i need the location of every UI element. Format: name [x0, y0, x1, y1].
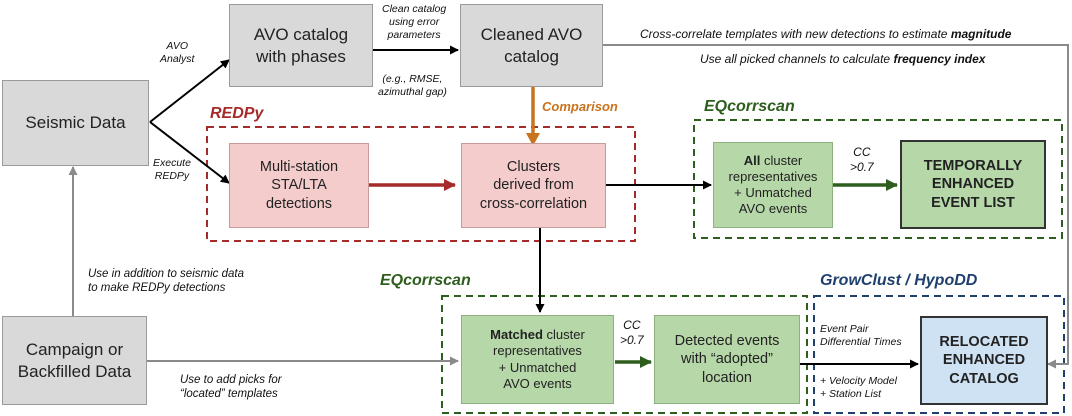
comparison-label: Comparison	[542, 99, 618, 114]
all-cluster-word: cluster	[760, 152, 803, 168]
event-pair-line1: Event Pair	[820, 323, 869, 335]
use-to-add-line2: “located” templates	[180, 388, 278, 401]
multistation-line2: STA/LTA	[271, 177, 327, 194]
rmse-line1: (e.g., RMSE,	[382, 73, 443, 85]
arrow-comparison-head	[526, 133, 540, 146]
avo-analyst-label: AVO Analyst	[160, 40, 194, 66]
eqcorrscan-top-region-border	[693, 119, 1063, 239]
matched-line1: Matched cluster	[490, 327, 585, 343]
avo-catalog-line2: with phases	[256, 46, 346, 66]
arrow-seismic-to-avo	[149, 59, 230, 123]
clean-catalog-label: Clean catalog using error parameters	[382, 3, 446, 42]
rmse-line2: azimuthal gap)	[378, 86, 447, 99]
all-cluster-line1: All cluster	[744, 153, 803, 169]
seismic-data-label: Seismic Data	[25, 113, 126, 133]
rmse-label: (e.g., RMSE, azimuthal gap)	[378, 73, 447, 99]
cross-corr-bold: magnitude	[950, 27, 1012, 41]
clusters-line3: cross-correlation	[479, 195, 588, 212]
picked-bold: frequency index	[893, 52, 986, 66]
avo-analyst-line2: Analyst	[160, 53, 195, 66]
detected-line3: location	[702, 369, 752, 386]
cross-corr-text: Cross-correlate templates with new detec…	[640, 27, 951, 41]
cc-top-line1: CC	[853, 145, 871, 159]
clusters-line2: derived from	[493, 177, 574, 194]
avo-analyst-line1: AVO	[166, 40, 189, 52]
seismic-data-box: Seismic Data	[2, 80, 149, 166]
all-cluster-line4: AVO events	[738, 201, 808, 217]
temporal-line1: TEMPORALLY	[923, 158, 1023, 175]
event-pair-line2: Differential Times	[820, 336, 902, 349]
avo-catalog-box: AVO catalog with phases	[229, 4, 373, 87]
multistation-line3: detections	[265, 195, 333, 212]
campaign-line1: Campaign or	[25, 340, 124, 360]
velocity-line1: + Velocity Model	[820, 375, 897, 387]
clean-line1: Clean catalog	[382, 3, 447, 15]
use-to-add-line1: Use to add picks for	[180, 374, 282, 386]
all-cluster-line2: representatives	[728, 168, 818, 184]
use-to-add-label: Use to add picks for “located” templates	[180, 373, 282, 402]
matched-cluster-reps-box: Matched cluster representatives + Unmatc…	[461, 315, 614, 404]
eqcorrscan-top-title: EQcorrscan	[704, 98, 795, 115]
detected-line1: Detected events	[674, 333, 780, 350]
growclust-title: GrowClust / HypoDD	[820, 272, 978, 289]
velocity-line2: + Station List	[820, 388, 881, 401]
matched-line2: representatives	[493, 343, 582, 359]
detected-events-box: Detected events with “adopted” location	[654, 315, 800, 404]
eqcorrscan-bottom-region-border	[441, 295, 808, 414]
arrow-seismic-to-multistation	[149, 121, 230, 184]
multistation-line1: Multi-station	[259, 159, 339, 176]
cc-top-line2: >0.7	[850, 160, 874, 174]
use-in-addition-line1: Use in addition to seismic data	[88, 268, 244, 280]
cc-bottom-line2: >0.7	[620, 333, 644, 347]
arrow-cleaned-to-relocated	[602, 44, 1069, 369]
redpy-title: REDPy	[210, 105, 264, 122]
velocity-model-label: + Velocity Model + Station List	[820, 375, 897, 401]
use-in-addition-label: Use in addition to seismic data to make …	[88, 267, 244, 296]
picked-text: Use all picked channels to calculate	[700, 52, 894, 66]
temporally-enhanced-box: TEMPORALLY ENHANCED EVENT LIST	[900, 140, 1046, 229]
clean-line3: parameters	[387, 29, 441, 42]
clean-line2: using error	[389, 16, 440, 29]
cc-bottom-label: CC >0.7	[620, 318, 644, 348]
multistation-detections-box: Multi-station STA/LTA detections	[229, 143, 369, 228]
relocated-line3: CATALOG	[949, 370, 1019, 387]
cc-top-label: CC >0.7	[850, 145, 874, 175]
all-cluster-line3: + Unmatched	[734, 185, 812, 200]
matched-line4: AVO events	[503, 375, 572, 391]
frequency-index-note: Use all picked channels to calculate fre…	[700, 52, 985, 66]
matched-cluster-word: cluster	[542, 327, 585, 342]
temporal-line2: ENHANCED	[931, 176, 1015, 193]
cleaned-catalog-line2: catalog	[504, 46, 559, 66]
clusters-box: Clusters derived from cross-correlation	[461, 143, 606, 228]
execute-redpy-label: Execute REDPy	[153, 157, 191, 183]
all-cluster-reps-box: All cluster representatives + Unmatched …	[713, 142, 833, 228]
all-bold: All	[743, 152, 761, 168]
clusters-line1: Clusters	[506, 159, 561, 176]
avo-catalog-line1: AVO catalog	[253, 25, 349, 45]
cleaned-avo-catalog-box: Cleaned AVO catalog	[460, 4, 603, 87]
cleaned-catalog-line1: Cleaned AVO	[480, 25, 583, 45]
relocated-line1: RELOCATED	[939, 334, 1029, 351]
use-in-addition-line2: to make REDPy detections	[88, 282, 226, 295]
campaign-line2: Backfilled Data	[17, 361, 132, 381]
campaign-data-box: Campaign or Backfilled Data	[2, 316, 147, 405]
growclust-region-border	[813, 295, 1065, 414]
relocated-line2: ENHANCED	[942, 352, 1026, 369]
relocated-catalog-box: RELOCATED ENHANCED CATALOG	[920, 316, 1048, 405]
eqcorrscan-bottom-title: EQcorrscan	[380, 272, 471, 289]
temporal-line3: EVENT LIST	[931, 194, 1015, 211]
cc-bottom-line1: CC	[623, 318, 641, 332]
cross-correlate-note: Cross-correlate templates with new detec…	[640, 27, 1011, 41]
execute-line1: Execute	[153, 157, 191, 169]
execute-line2: REDPy	[154, 170, 190, 183]
detected-line2: with “adopted”	[681, 351, 773, 368]
event-pair-label: Event Pair Differential Times	[820, 323, 902, 349]
matched-bold: Matched	[490, 327, 543, 342]
matched-line3: + Unmatched	[498, 359, 577, 375]
